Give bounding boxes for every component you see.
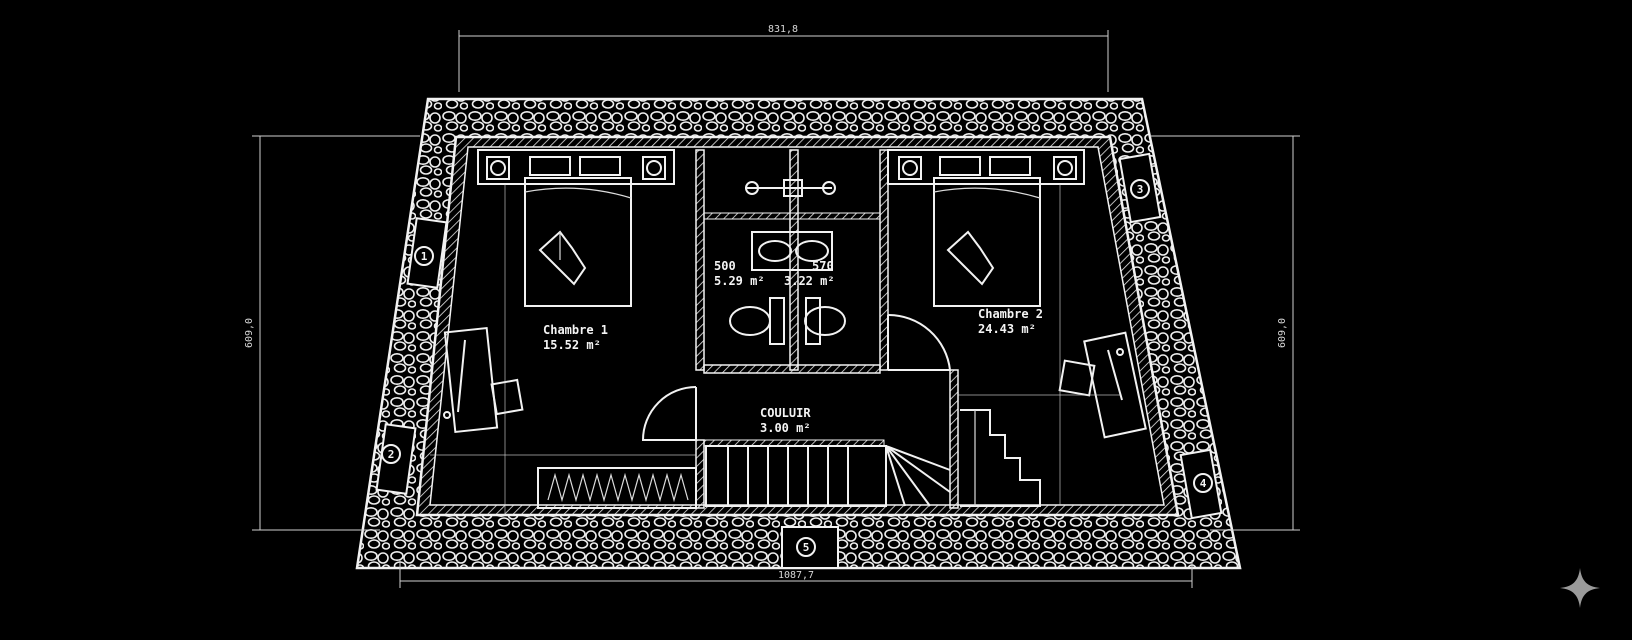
dimension-right: 609,0 (1277, 318, 1288, 348)
room-label-570: 570 (812, 259, 834, 273)
room-label-500: 500 (714, 259, 736, 273)
room-area-500: 5.29 m² (714, 274, 765, 288)
room-area-chambre-2: 24.43 m² (978, 322, 1036, 336)
window-marker-1: 1 (406, 217, 448, 289)
sanitary-fixtures (729, 179, 846, 345)
room-area-couloir: 3.00 m² (760, 421, 811, 435)
dimension-top: 831,8 (768, 24, 798, 35)
svg-text:2: 2 (388, 448, 395, 461)
wardrobe-chambre-1 (537, 467, 697, 509)
exterior-stone-wall (355, 97, 1242, 570)
desk-chambre-1 (443, 326, 524, 434)
room-label-couloir: COULUIR (760, 406, 811, 420)
staircase (705, 409, 1041, 507)
svg-text:1: 1 (421, 250, 428, 263)
interior-walls (695, 149, 959, 509)
room-label-chambre-2: Chambre 2 (978, 307, 1043, 321)
svg-text:4: 4 (1200, 477, 1207, 490)
window-marker-4: 4 (1179, 448, 1223, 520)
bed-chambre-1 (477, 149, 675, 307)
room-area-chambre-1: 15.52 m² (543, 338, 601, 352)
window-marker-5: 5 (781, 526, 839, 569)
window-marker-3: 3 (1118, 152, 1162, 224)
bed-chambre-2 (887, 149, 1085, 307)
doors (641, 313, 952, 441)
svg-text:3: 3 (1137, 183, 1144, 196)
room-guides-chambre-1 (430, 184, 696, 515)
room-area-570: 3.22 m² (784, 274, 835, 288)
dimension-left: 609,0 (244, 318, 255, 348)
desk-chambre-2 (1058, 331, 1147, 439)
dimension-lines (252, 30, 1300, 588)
dimension-bottom: 1087,7 (778, 570, 814, 581)
sparkle-icon (1560, 568, 1600, 608)
window-marker-2: 2 (375, 423, 417, 495)
room-guides-chambre-2 (958, 184, 1120, 505)
room-label-chambre-1: Chambre 1 (543, 323, 608, 337)
svg-text:5: 5 (803, 541, 810, 554)
